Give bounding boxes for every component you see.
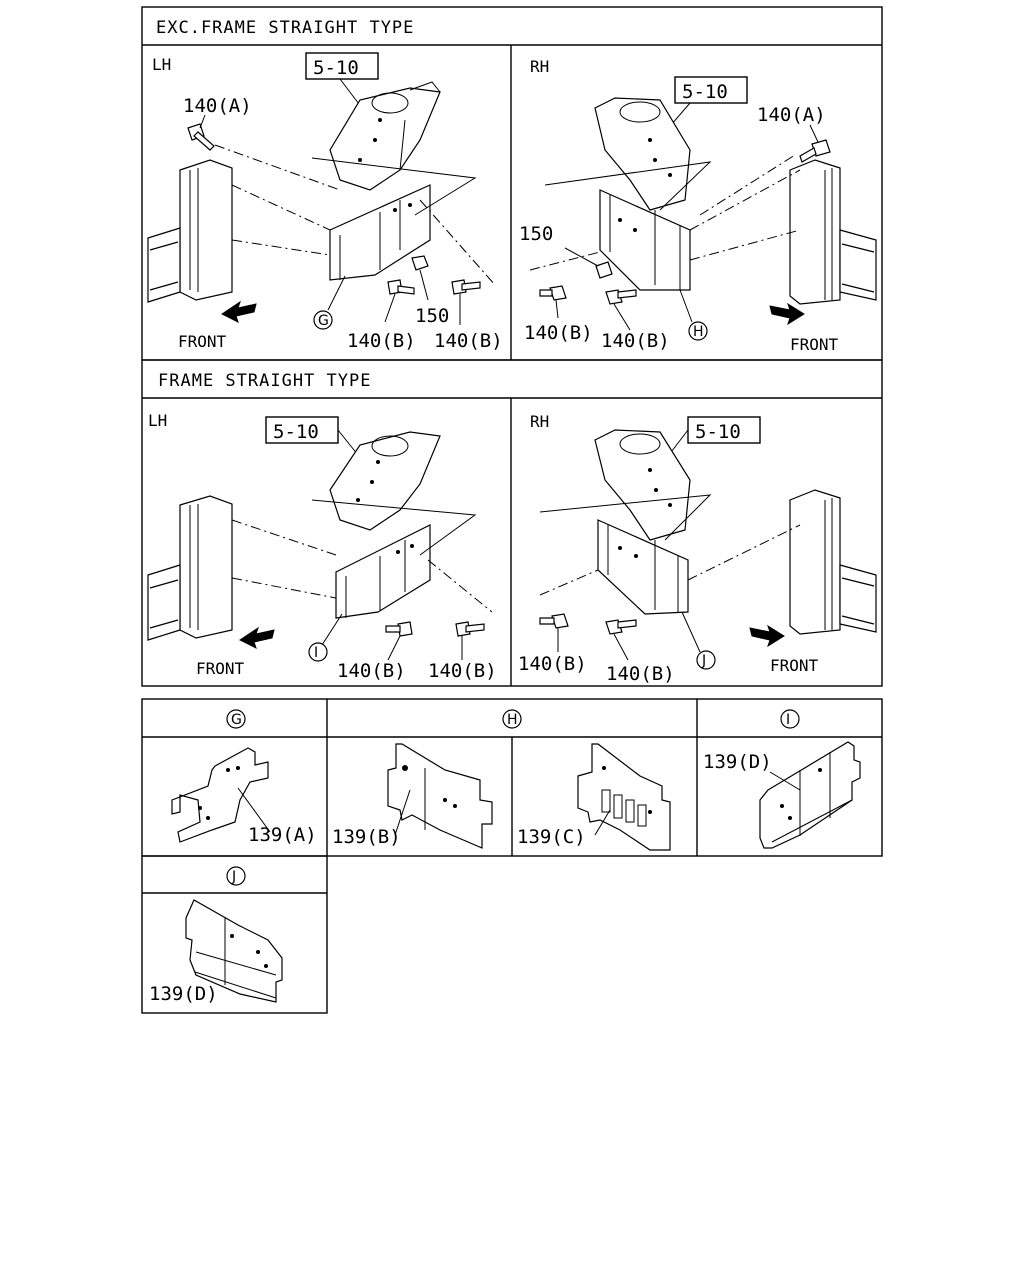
part-label-140b: 140(B) — [606, 663, 675, 685]
marker-i-label: I — [314, 645, 318, 661]
panel-exc-lh: LH 5-10 — [147, 52, 503, 352]
part-label-139c: 139(C) — [517, 826, 586, 848]
bracket-j — [597, 519, 689, 615]
section-frame-straight: FRAME STRAIGHT TYPE LH 5-10 140(B) 140( — [141, 359, 883, 687]
legend-marker-g — [226, 709, 246, 729]
bolt-140b-2 — [605, 619, 637, 635]
bolt-140b-2 — [605, 289, 637, 305]
part-139d-j — [185, 899, 283, 1003]
part-139b — [387, 743, 493, 849]
part-label-139a: 139(A) — [248, 824, 317, 846]
legend-marker-i — [780, 709, 800, 729]
section-2-border — [141, 359, 883, 687]
marker-g — [313, 310, 333, 330]
nut-150 — [595, 261, 613, 279]
bolt-140b-1 — [539, 613, 569, 629]
front-arrow-icon — [221, 300, 257, 323]
ref-label: 5-10 — [313, 57, 359, 79]
bolt-140b-2 — [451, 279, 481, 295]
ref-label: 5-10 — [682, 81, 728, 103]
frame-rail — [179, 159, 233, 301]
ref-label: 5-10 — [273, 421, 319, 443]
ref-box — [305, 52, 379, 80]
bracket-i — [335, 524, 431, 619]
panel-fs-lh: LH 5-10 140(B) 140(B) I FRONT — [147, 411, 497, 682]
legend-marker-h-label: H — [507, 712, 518, 728]
marker-j — [696, 650, 716, 670]
front-label: FRONT — [196, 659, 245, 678]
legend-marker-h — [502, 709, 522, 729]
part-label-140b: 140(B) — [428, 660, 497, 682]
part-label-139b: 139(B) — [332, 826, 401, 848]
part-label-140b: 140(B) — [601, 330, 670, 352]
part-139d-i — [759, 741, 861, 849]
side-label-rh: RH — [530, 412, 549, 431]
marker-j-label: J — [701, 653, 706, 669]
bolt-140b-1 — [385, 621, 413, 637]
part-label-140a: 140(A) — [183, 95, 252, 117]
marker-h — [688, 321, 708, 341]
legend-marker-j-label: J — [231, 869, 236, 885]
bolt-140a — [799, 139, 831, 163]
front-label: FRONT — [790, 335, 839, 354]
bolt-140b-1 — [539, 285, 567, 301]
frame-rail — [789, 489, 841, 635]
legend-table: G H I 139(A) 139(B) 139(C) — [141, 698, 883, 1014]
part-label-139d: 139(D) — [149, 983, 218, 1005]
side-label-lh: LH — [148, 411, 167, 430]
part-label-140b: 140(B) — [434, 330, 503, 352]
front-label: FRONT — [178, 332, 227, 351]
part-label-150: 150 — [519, 223, 553, 245]
nut-150 — [411, 255, 429, 271]
panel-exc-rh: RH 5-10 — [519, 57, 877, 354]
legend-marker-i-label: I — [786, 712, 790, 728]
panel-fs-rh: RH 5-10 140(B) 140(B) J FRONT — [518, 412, 877, 685]
legend-marker-g-label: G — [231, 712, 242, 728]
legend-marker-j — [226, 866, 246, 886]
frame-rail — [179, 495, 233, 639]
part-label-140b: 140(B) — [337, 660, 406, 682]
cab-mount — [329, 431, 441, 531]
bolt-140a — [187, 123, 215, 151]
front-arrow-icon — [769, 302, 805, 326]
part-139c — [577, 743, 671, 851]
ref-label: 5-10 — [695, 421, 741, 443]
marker-i — [308, 642, 328, 662]
cab-mount — [329, 87, 441, 191]
part-label-140b: 140(B) — [518, 653, 587, 675]
ref-box — [674, 76, 748, 104]
part-label-139d: 139(D) — [703, 751, 772, 773]
section-2-title: FRAME STRAIGHT TYPE — [158, 371, 371, 391]
frame-rail — [789, 159, 841, 305]
front-arrow-icon — [749, 624, 785, 648]
side-label-lh: LH — [152, 55, 171, 74]
part-label-150: 150 — [415, 305, 449, 327]
part-label-140b: 140(B) — [524, 322, 593, 344]
bracket-h — [599, 189, 691, 291]
bolt-140b-2 — [455, 621, 485, 637]
cab-mount — [594, 429, 691, 541]
bolt-140b-1 — [387, 279, 415, 295]
marker-g-label: G — [318, 313, 329, 329]
part-label-140a: 140(A) — [757, 104, 826, 126]
marker-h-label: H — [693, 324, 704, 340]
side-label-rh: RH — [530, 57, 549, 76]
cab-mount — [594, 97, 691, 211]
part-label-140b: 140(B) — [347, 330, 416, 352]
section-1-title: EXC.FRAME STRAIGHT TYPE — [156, 18, 414, 38]
part-139a — [171, 747, 271, 843]
front-arrow-icon — [239, 626, 275, 649]
section-exc-frame-straight: EXC.FRAME STRAIGHT TYPE LH 5-10 — [141, 6, 883, 361]
front-label: FRONT — [770, 656, 819, 675]
